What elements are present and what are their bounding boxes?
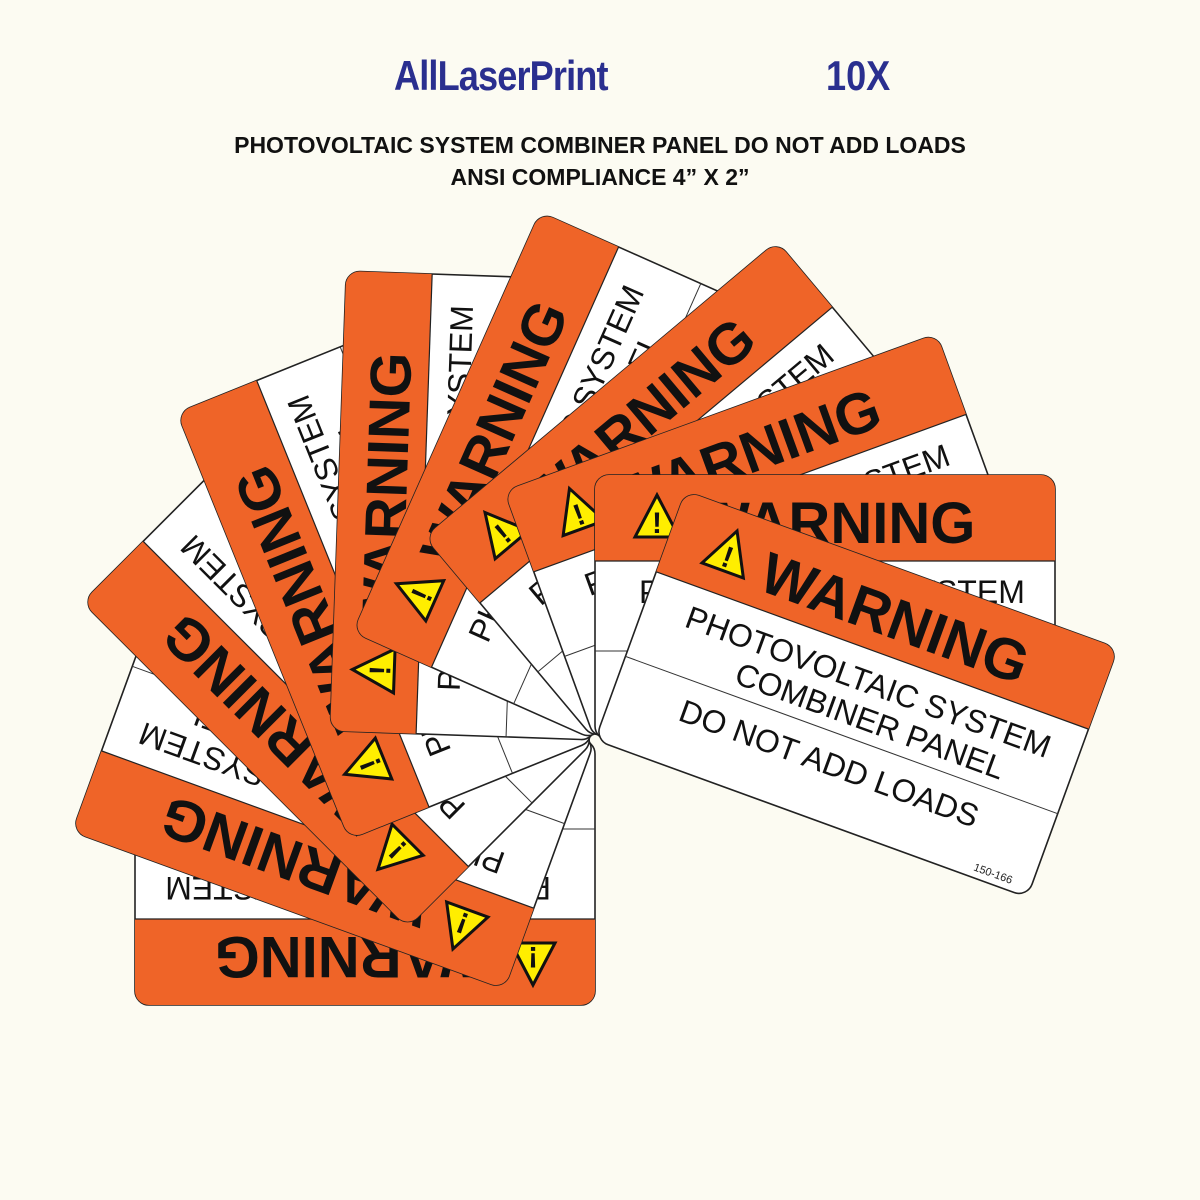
warning-label-10: ! WARNING PHOTOVOLTAIC SYSTEM COMBINER P…	[598, 494, 1115, 895]
product-title-line-2: ANSI COMPLIANCE 4” X 2”	[450, 164, 750, 190]
warning-triangle-icon	[632, 491, 682, 539]
quantity-label: 10X	[826, 52, 891, 99]
warning-triangle-icon	[393, 579, 447, 624]
warning-triangle-icon	[699, 527, 746, 581]
warning-triangle-icon	[482, 509, 532, 562]
svg-text:!: !	[528, 940, 538, 973]
brand-name: AllLaserPrint	[394, 52, 609, 99]
warning-triangle-icon	[444, 899, 491, 953]
warning-triangle-icon	[349, 646, 397, 696]
warning-triangle-icon	[508, 941, 558, 989]
warning-triangle-icon	[561, 485, 608, 538]
product-title-line-1: PHOTOVOLTAIC SYSTEM COMBINER PANEL DO NO…	[234, 132, 966, 158]
warning-triangle-icon	[375, 821, 426, 872]
svg-text:!: !	[364, 665, 397, 676]
warning-triangle-icon	[341, 735, 395, 781]
svg-text:!: !	[652, 507, 662, 540]
brand-row: AllLaserPrint 10X	[0, 52, 1200, 112]
label-stack: ! WARNING PHOTOVOLTAIC SYSTEM COMBINER P…	[75, 215, 1115, 1006]
